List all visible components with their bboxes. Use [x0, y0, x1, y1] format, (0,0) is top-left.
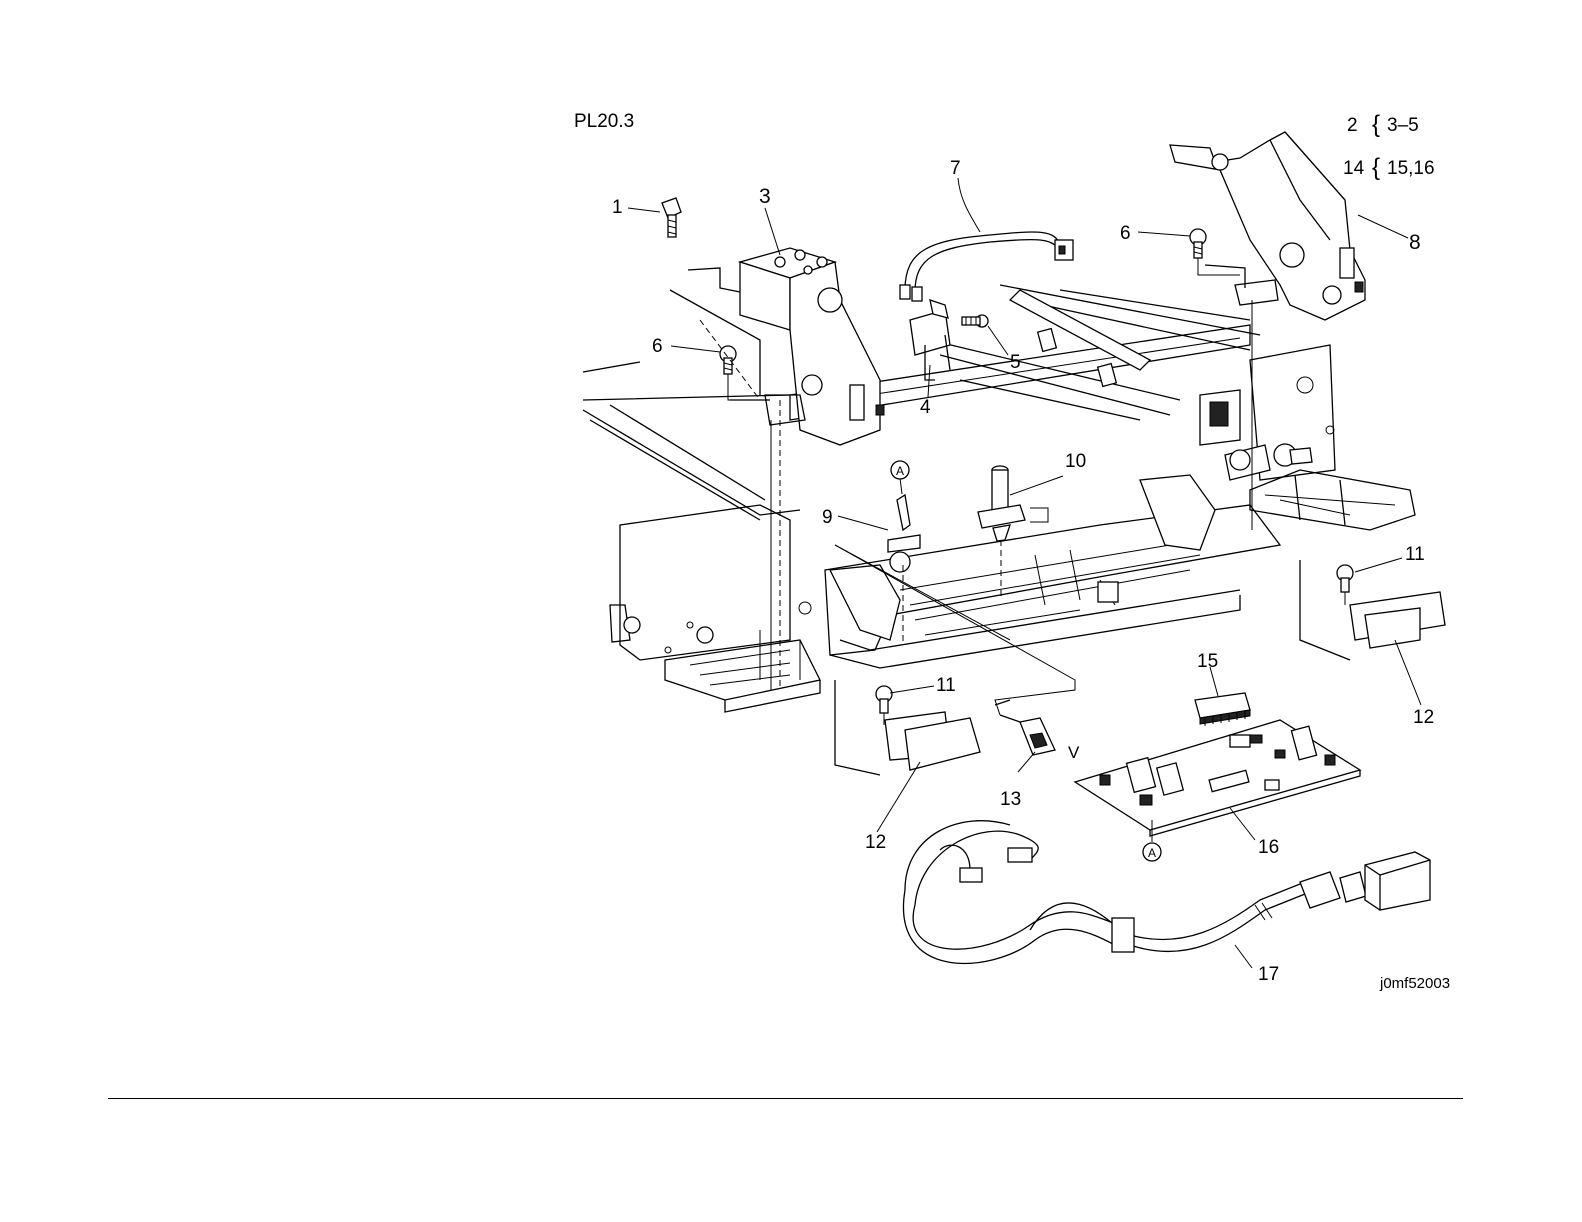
reference-mark-letter: A [896, 464, 904, 478]
part-17-harness [903, 821, 1430, 964]
assembly-note-1: 2 { 3–5 [1347, 111, 1419, 138]
part-8-right-hinge [1170, 132, 1365, 320]
reference-mark-a-top: A [891, 461, 909, 479]
part-9-pin [888, 495, 920, 572]
callout-6-right: 6 [1120, 223, 1131, 244]
part-10-standoff [978, 466, 1048, 541]
part-15-chip [1195, 693, 1250, 726]
callout-11-right: 11 [1405, 544, 1425, 565]
part-6-screw-right [1190, 229, 1206, 258]
part-6-screw-left [720, 346, 736, 374]
callout-3: 3 [759, 185, 771, 208]
callout-13: 13 [1000, 789, 1021, 810]
callout-15: 15 [1197, 651, 1218, 672]
part-5-screw [962, 315, 988, 327]
brace-icon: { [1372, 154, 1380, 181]
part-7-harness [900, 232, 1073, 301]
part-1-thumb-screw [662, 198, 681, 237]
callout-5: 5 [1010, 352, 1021, 373]
callout-9: 9 [822, 507, 833, 528]
callout-10: 10 [1065, 451, 1086, 472]
part-13-clamp [995, 700, 1055, 755]
part-12-shield-lower [835, 680, 980, 775]
assembly-parent: 14 [1343, 158, 1365, 179]
assembly-note-2: 14 { 15,16 [1343, 154, 1435, 181]
assembly-children: 15,16 [1387, 158, 1435, 179]
part-11-screw-right [1337, 565, 1353, 592]
part-16-pwb [1075, 720, 1360, 836]
part-12-shield-right [1300, 560, 1445, 660]
callout-17: 17 [1258, 964, 1279, 985]
callout-12-lower: 12 [865, 832, 886, 853]
part-3-left-hinge [740, 248, 884, 445]
callout-11-lower: 11 [936, 675, 956, 696]
reference-mark-letter: A [1148, 846, 1156, 860]
page-footer-rule [108, 1098, 1463, 1099]
callout-7: 7 [950, 158, 961, 179]
callout-16: 16 [1258, 837, 1279, 858]
brace-icon: { [1372, 111, 1380, 138]
callout-6-left: 6 [652, 336, 663, 357]
callout-1: 1 [612, 197, 623, 218]
reference-mark-a-bottom: A [1143, 843, 1161, 861]
callout-12-right: 12 [1413, 707, 1434, 728]
callout-4: 4 [920, 397, 931, 418]
letter-mark-v: V [1068, 743, 1080, 762]
figure-id: j0mf52003 [1379, 975, 1450, 992]
callout-8: 8 [1409, 231, 1421, 254]
assembly-children: 3–5 [1387, 115, 1419, 136]
figure-title: PL20.3 [574, 111, 634, 132]
part-11-screw-lower [876, 686, 892, 713]
assembly-parent: 2 [1347, 115, 1358, 136]
